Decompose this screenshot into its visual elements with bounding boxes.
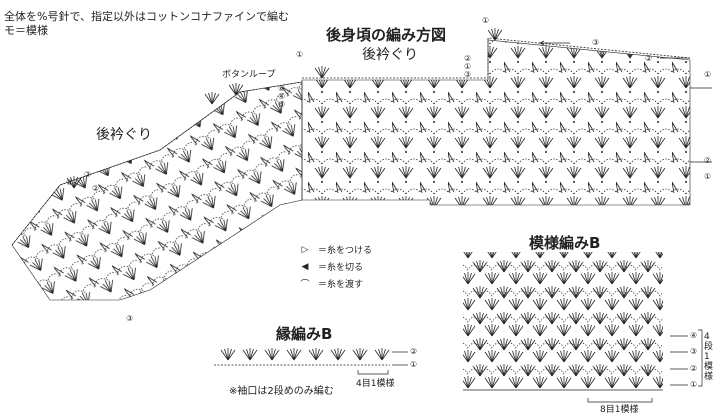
row-marker: ③ [84, 170, 92, 179]
sleeve-note: ※袖口は2段めのみ編む [229, 386, 334, 397]
main-title: 後身頃の編み方図 [326, 26, 447, 44]
row-marker: ② [92, 184, 100, 193]
row-marker: ① [704, 172, 712, 181]
edge-repeat-label: 4目1模様 [356, 379, 395, 389]
edge-b-title: 縁編みB [276, 325, 333, 343]
row-marker: ③ [592, 38, 600, 47]
row-marker: ② [645, 54, 653, 63]
row-marker: ③ [126, 314, 134, 323]
instruction-note-2: モ＝模様 [4, 24, 48, 37]
row-marker: ① [464, 62, 472, 71]
attach-yarn-icon: ▷ [301, 244, 309, 255]
direction-arrows [392, 40, 712, 386]
row-marker: ② [464, 54, 472, 63]
row-marker: ④ [278, 92, 286, 101]
carry-yarn-icon: ⌒ [300, 280, 310, 290]
back-body-chart [301, 27, 691, 206]
pattern-repeat-v-label: 4段1模様 [704, 332, 714, 382]
legend-cut-yarn: ◀ ＝糸を切る [296, 260, 372, 274]
pattern-repeat-h-label: 8目1模様 [600, 405, 639, 415]
pattern-b-chart [463, 252, 703, 403]
collar-label-right: 後衿ぐり [362, 47, 418, 63]
row-marker: ③ [690, 347, 698, 356]
row-marker: ⑤ [66, 178, 74, 187]
row-marker: ⑥ [278, 84, 286, 93]
row-marker: ② [410, 347, 418, 356]
row-marker: ① [410, 360, 418, 369]
row-marker: ⑤ [278, 100, 286, 109]
row-marker: ① [704, 70, 712, 79]
legend-attach-yarn: ▷ ＝糸をつける [296, 243, 372, 257]
row-marker: ② [690, 364, 698, 373]
cut-yarn-icon: ◀ [301, 261, 309, 272]
edge-b-chart [214, 347, 390, 375]
legend-carry-yarn: ⌒ ＝糸を渡す [296, 277, 372, 290]
row-marker: ① [296, 50, 304, 59]
row-marker: ③ [464, 70, 472, 79]
row-marker: ① [482, 16, 490, 25]
symbol-legend: ▷ ＝糸をつける ◀ ＝糸を切る ⌒ ＝糸を渡す [296, 243, 372, 291]
collar-label-left: 後衿ぐり [96, 127, 152, 143]
shoulder-chart [11, 81, 303, 301]
row-marker: ④ [690, 331, 698, 340]
instruction-note-1: 全体を%号針で、指定以外はコットンコナファインで編む [4, 10, 290, 23]
row-marker: ① [690, 380, 698, 389]
pattern-b-title: 模様編みB [529, 234, 601, 252]
row-marker: ② [704, 156, 712, 165]
button-loop-label: ボタンループ [222, 70, 276, 80]
